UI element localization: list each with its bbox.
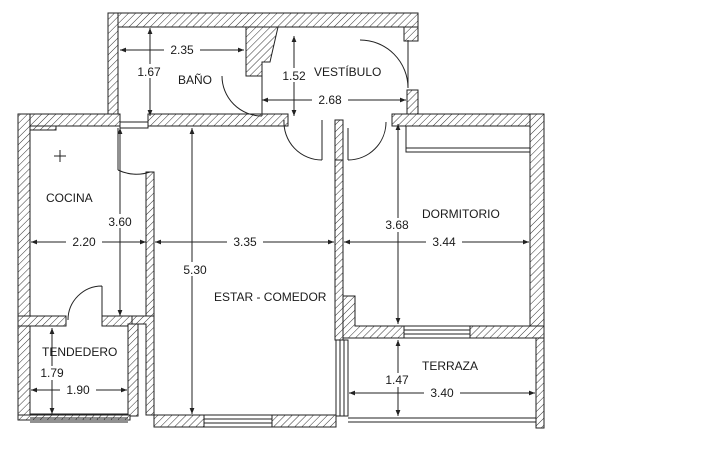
wall-living-bedroom xyxy=(334,159,344,341)
wall-living-bedroom-top xyxy=(334,119,344,161)
dim-terr-w: 3.40 xyxy=(430,386,454,400)
wall-kitchen-living xyxy=(145,171,155,323)
dim-dorm-h: 3.68 xyxy=(385,218,409,232)
crosshair-icon xyxy=(54,150,66,162)
room-labels: BAÑO VESTÍBULO COCINA ESTAR - COMEDOR DO… xyxy=(42,64,500,373)
dimension-labels: 2.35 1.67 1.52 2.68 3.60 2.20 3.35 5.30 … xyxy=(36,43,462,400)
dim-cocina-h: 3.60 xyxy=(108,215,132,229)
dim-bano-w: 2.35 xyxy=(170,43,194,57)
room-cocina: COCINA xyxy=(46,191,93,205)
dim-cocina-w: 2.20 xyxy=(72,235,96,249)
wall-main-top-middle xyxy=(147,113,289,127)
dim-vest-w: 2.68 xyxy=(318,93,342,107)
door-entrance xyxy=(359,39,409,89)
dim-tend-h: 1.79 xyxy=(40,366,64,380)
dim-estar-h: 5.30 xyxy=(183,263,207,277)
door-bath xyxy=(221,75,263,117)
dim-tend-w: 1.90 xyxy=(66,383,90,397)
windows xyxy=(30,121,536,428)
room-bano: BAÑO xyxy=(178,73,212,87)
room-dormitorio: DORMITORIO xyxy=(422,207,500,221)
wall-bottom-middle xyxy=(271,414,337,428)
wall-tendedero-top-right xyxy=(101,315,133,327)
dim-bano-h: 1.67 xyxy=(137,65,161,79)
wall-top-right-stub xyxy=(403,26,419,42)
door-tendedero xyxy=(67,285,103,321)
window-terrace-left xyxy=(335,339,349,417)
wall-bedroom-corner xyxy=(342,295,405,339)
door-living xyxy=(283,119,323,161)
room-vestibulo: VESTÍBULO xyxy=(314,64,381,79)
window-bottom xyxy=(203,414,273,428)
door-bedroom xyxy=(347,121,387,161)
dim-estar-w: 3.35 xyxy=(233,235,257,249)
wall-tendedero-top xyxy=(17,315,67,327)
wall-right xyxy=(529,113,545,335)
wall-main-top-left xyxy=(17,113,121,127)
wall-main-top-right xyxy=(391,113,545,127)
wardrobe xyxy=(405,125,531,153)
doors xyxy=(67,39,409,321)
room-tendedero: TENDEDERO xyxy=(42,345,117,359)
window-bedroom-terrace xyxy=(403,325,471,339)
window-kitchen-top xyxy=(119,121,149,129)
door-kitchen xyxy=(117,128,151,175)
room-estar: ESTAR - COMEDOR xyxy=(214,290,327,304)
wall-bottom-left xyxy=(153,414,205,428)
wall-right-terrace xyxy=(535,337,545,429)
wall-bath-left xyxy=(107,12,119,119)
dim-terr-h: 1.47 xyxy=(385,373,409,387)
wall-bedroom-bottom-right xyxy=(469,325,545,339)
room-terraza: TERRAZA xyxy=(422,359,478,373)
wall-bath-vestibule-divider xyxy=(245,26,279,77)
wall-tendedero-right xyxy=(127,323,139,417)
wall-bath-top xyxy=(107,12,419,28)
walls xyxy=(17,12,545,429)
dim-vest-h: 1.52 xyxy=(282,69,306,83)
dim-dorm-w: 3.44 xyxy=(432,235,456,249)
